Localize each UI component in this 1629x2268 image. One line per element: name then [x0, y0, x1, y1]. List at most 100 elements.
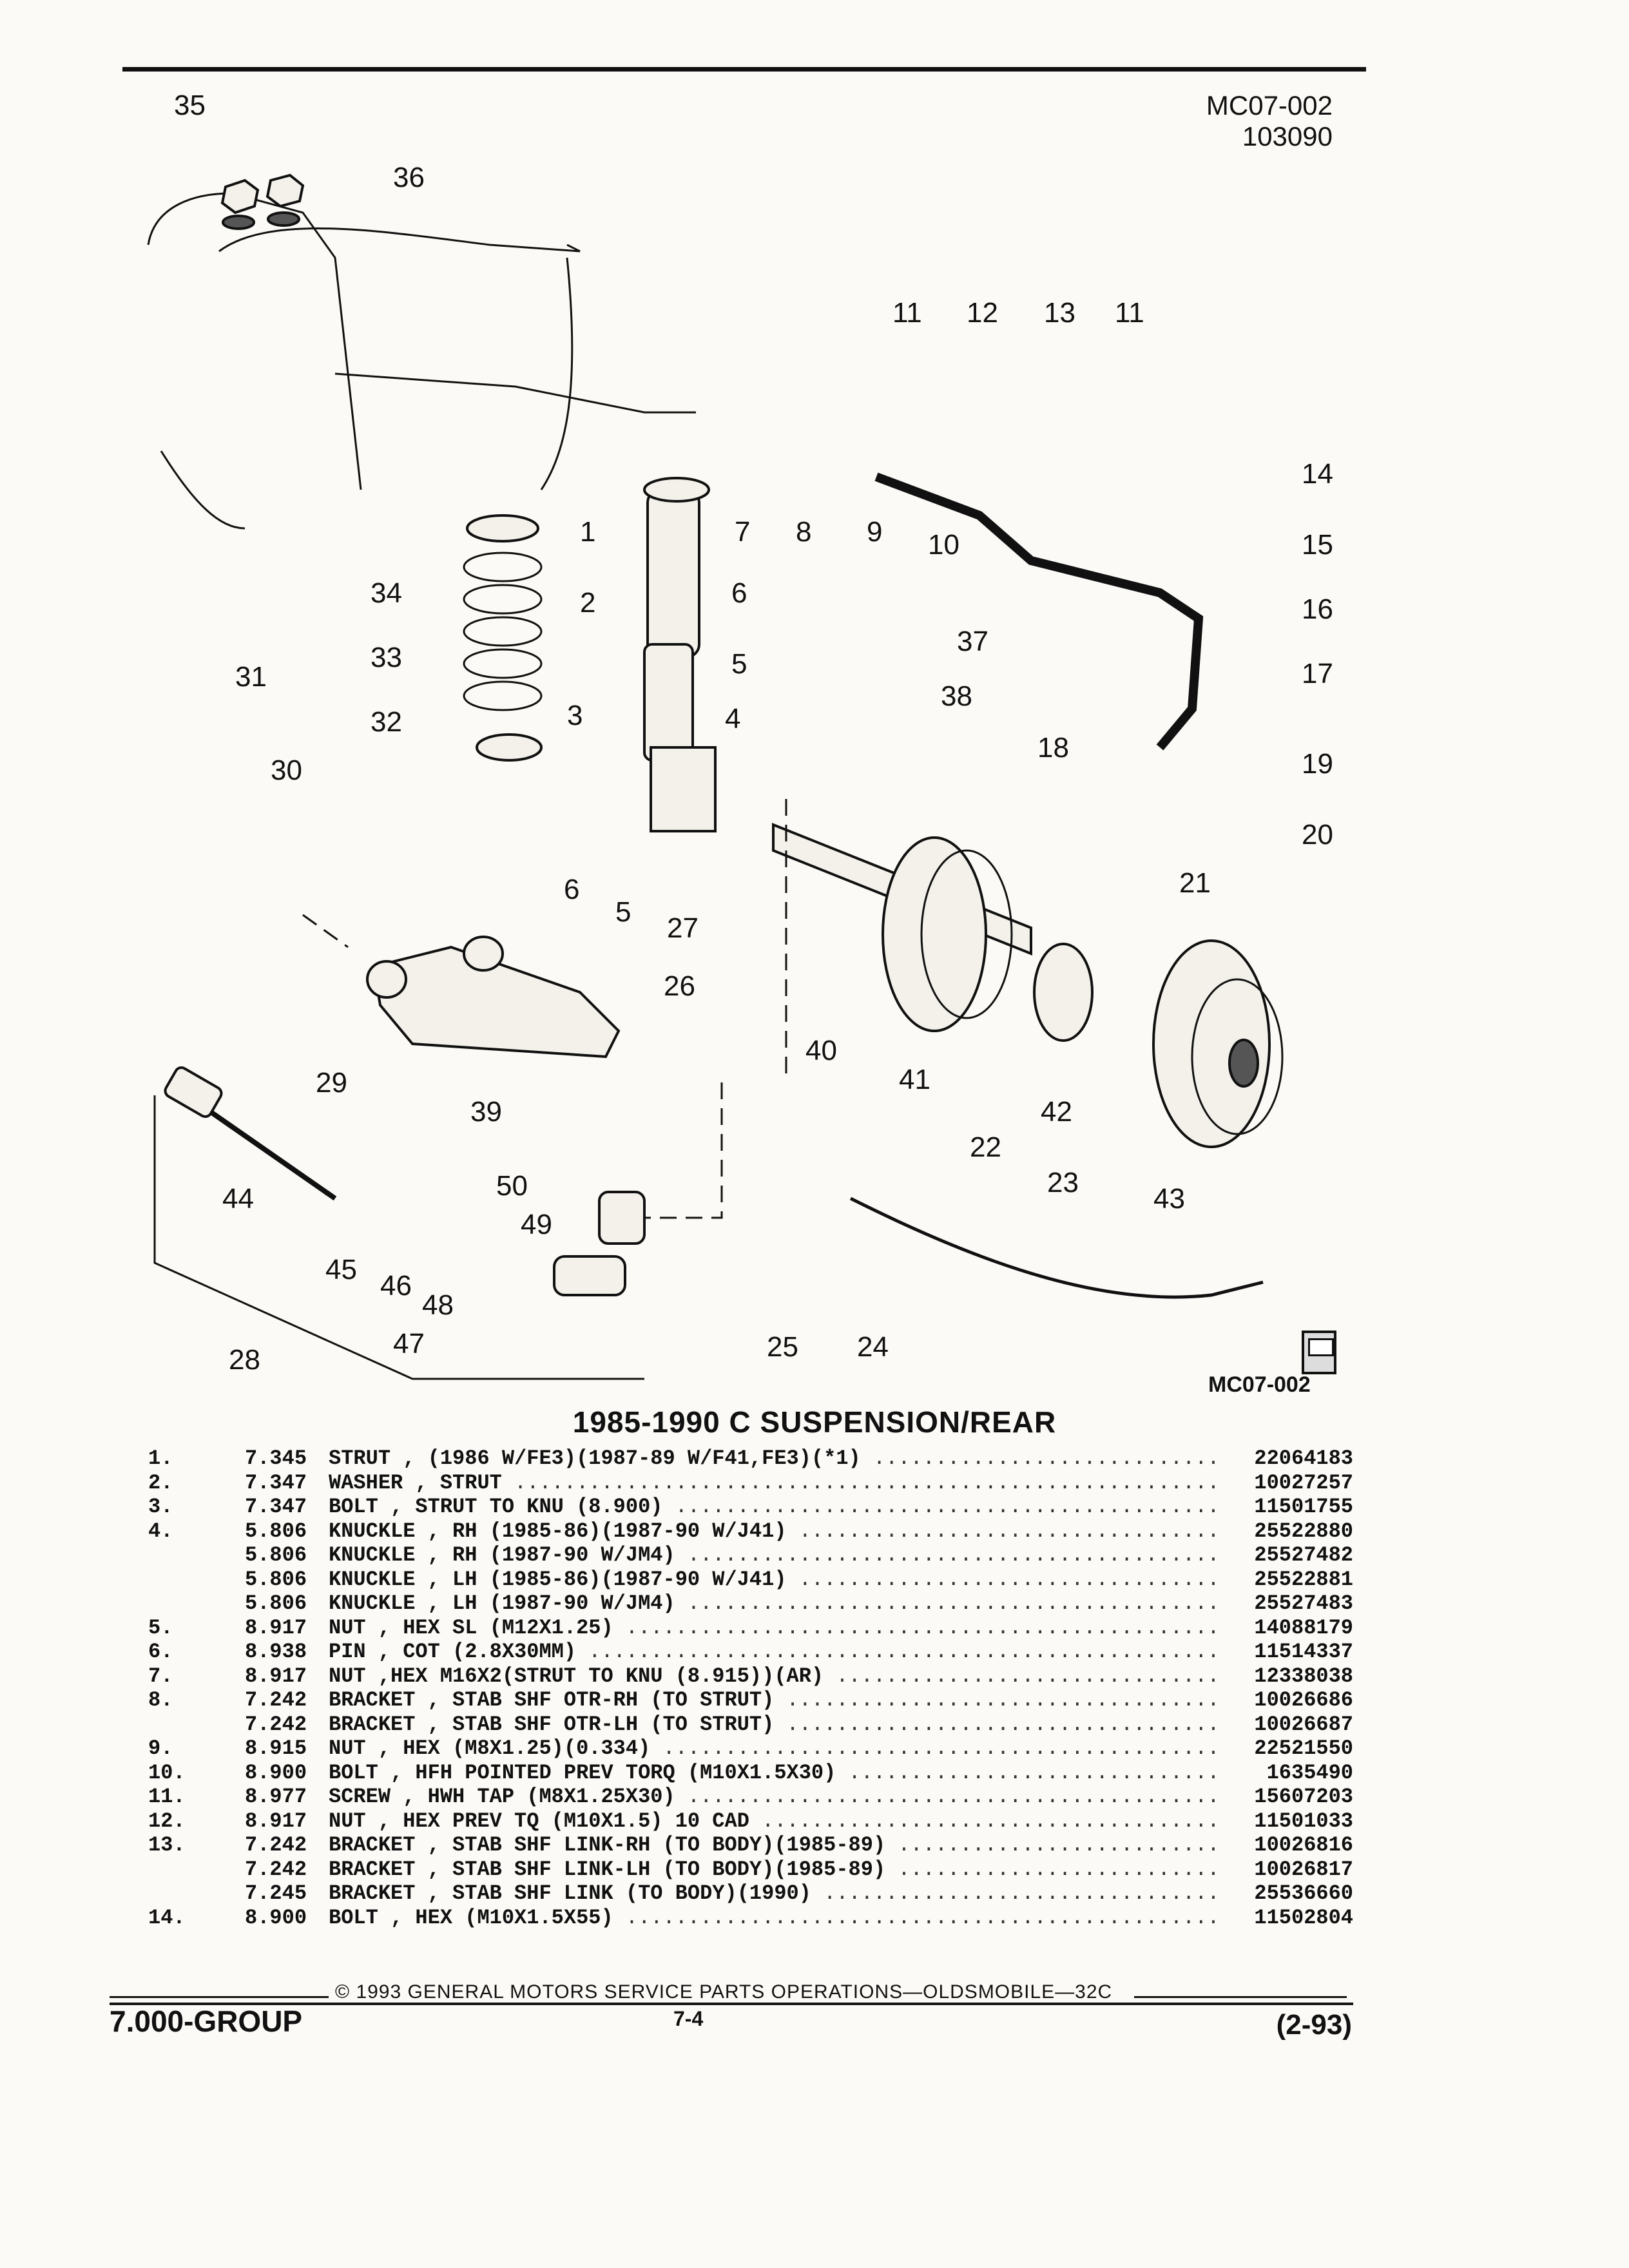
callout-35: 35 [174, 90, 206, 121]
callout-45: 45 [325, 1254, 357, 1285]
part-description: STRUT , (1986 W/FE3)(1987-89 W/F41,FE3)(… [329, 1446, 1218, 1470]
callout-5b: 5 [615, 896, 631, 928]
part-description: BRACKET , STAB SHF LINK-LH (TO BODY)(198… [329, 1858, 1218, 1881]
part-number-index: 6. [148, 1640, 173, 1664]
part-description: NUT ,HEX M16X2(STRUT TO KNU (8.915))(AR) [329, 1664, 1218, 1688]
diagram-code: MC07-002 [1206, 90, 1333, 120]
coil-spring [463, 514, 543, 762]
top-rule [122, 67, 1366, 72]
callout-22: 22 [970, 1131, 1001, 1163]
part-number: 14088179 [1248, 1615, 1353, 1640]
callout-24: 24 [857, 1331, 889, 1363]
callout-6b: 6 [564, 874, 579, 905]
strut-assembly [643, 477, 717, 832]
callout-47: 47 [393, 1328, 425, 1360]
group-code: 5.806 [245, 1591, 307, 1615]
part-number-index: 5. [148, 1615, 173, 1640]
group-code: 8.900 [245, 1760, 307, 1785]
callout-13: 13 [1044, 297, 1075, 329]
part-number-index: 2. [148, 1470, 173, 1495]
callout-36: 36 [393, 162, 425, 193]
part-number: 22521550 [1248, 1736, 1353, 1760]
callout-39: 39 [470, 1096, 502, 1128]
group-code: 8.917 [245, 1615, 307, 1640]
parking-brake-cable [849, 1196, 1264, 1299]
callout-11a: 11 [892, 297, 922, 329]
ball-joint [598, 1191, 646, 1245]
callout-44: 44 [222, 1183, 254, 1215]
part-number: 1635490 [1260, 1760, 1353, 1785]
part-number-index: 12. [148, 1809, 186, 1833]
callout-33: 33 [371, 642, 402, 673]
part-number: 11501755 [1248, 1495, 1353, 1519]
group-code: 7.242 [245, 1833, 307, 1857]
callout-37: 37 [957, 626, 988, 657]
part-number-index: 9. [148, 1736, 173, 1760]
part-number-index: 13. [148, 1833, 186, 1857]
callout-20: 20 [1302, 819, 1333, 850]
part-number: 25527482 [1248, 1543, 1353, 1567]
part-number: 25527483 [1248, 1591, 1353, 1615]
part-number-index: 14. [148, 1905, 186, 1930]
part-number: 10026816 [1248, 1833, 1353, 1857]
part-number-index: 8. [148, 1688, 173, 1712]
callout-27: 27 [667, 912, 699, 944]
footer-rule-bottom [110, 2003, 1353, 2005]
group-code: 8.938 [245, 1640, 307, 1664]
callout-15: 15 [1302, 529, 1333, 561]
callout-42: 42 [1041, 1096, 1072, 1128]
revision-date: (2-93) [1276, 2009, 1352, 2041]
group-code: 7.242 [245, 1712, 307, 1736]
part-description: BOLT , HFH POINTED PREV TORQ (M10X1.5X30… [329, 1761, 1218, 1785]
callout-43: 43 [1153, 1183, 1185, 1215]
callout-21: 21 [1179, 867, 1211, 899]
part-description: WASHER , STRUT [329, 1471, 1218, 1495]
part-number: 25522880 [1248, 1519, 1353, 1543]
part-number: 11501033 [1248, 1809, 1353, 1833]
copyright: © 1993 GENERAL MOTORS SERVICE PARTS OPER… [335, 1981, 1113, 2003]
part-description: SCREW , HWH TAP (M8X1.25X30) [329, 1785, 1218, 1809]
callout-31: 31 [235, 661, 267, 693]
group-code: 5.806 [245, 1519, 307, 1543]
part-number: 10026686 [1248, 1688, 1353, 1712]
callout-17: 17 [1302, 658, 1333, 689]
group-code: 7.245 [245, 1881, 307, 1905]
group-code: 5.806 [245, 1543, 307, 1567]
gm-logo-icon [1302, 1331, 1336, 1374]
parts-row: 7.242 BRACKET , STAB SHF OTR-LH (TO STRUT… [148, 1712, 1353, 1737]
callout-6a: 6 [731, 577, 747, 609]
part-description: KNUCKLE , RH (1985-86)(1987-90 W/J41) [329, 1519, 1218, 1543]
brake-backing-plate [882, 836, 987, 1032]
callout-19: 19 [1302, 748, 1333, 780]
callout-34: 34 [371, 577, 402, 609]
callout-29: 29 [316, 1067, 347, 1099]
strut-mount-nuts [220, 173, 305, 230]
parts-row: 5.806 KNUCKLE , LH (1987-90 W/JM4) 2552748… [148, 1591, 1353, 1616]
group-code: 8.915 [245, 1736, 307, 1760]
diagram-id: MC07-002 103090 [1206, 90, 1333, 152]
part-number-index: 10. [148, 1760, 186, 1785]
callout-12: 12 [967, 297, 998, 329]
part-description: BRACKET , STAB SHF OTR-LH (TO STRUT) [329, 1713, 1218, 1736]
callout-18: 18 [1037, 732, 1069, 764]
callout-4: 4 [725, 703, 740, 735]
part-description: NUT , HEX SL (M12X1.25) [329, 1616, 1218, 1640]
part-description: KNUCKLE , LH (1987-90 W/JM4) [329, 1591, 1218, 1615]
part-number: 10026687 [1248, 1712, 1353, 1736]
footer-rule-left [110, 1996, 329, 1998]
part-number: 10027257 [1248, 1470, 1353, 1495]
callout-50: 50 [496, 1170, 528, 1202]
